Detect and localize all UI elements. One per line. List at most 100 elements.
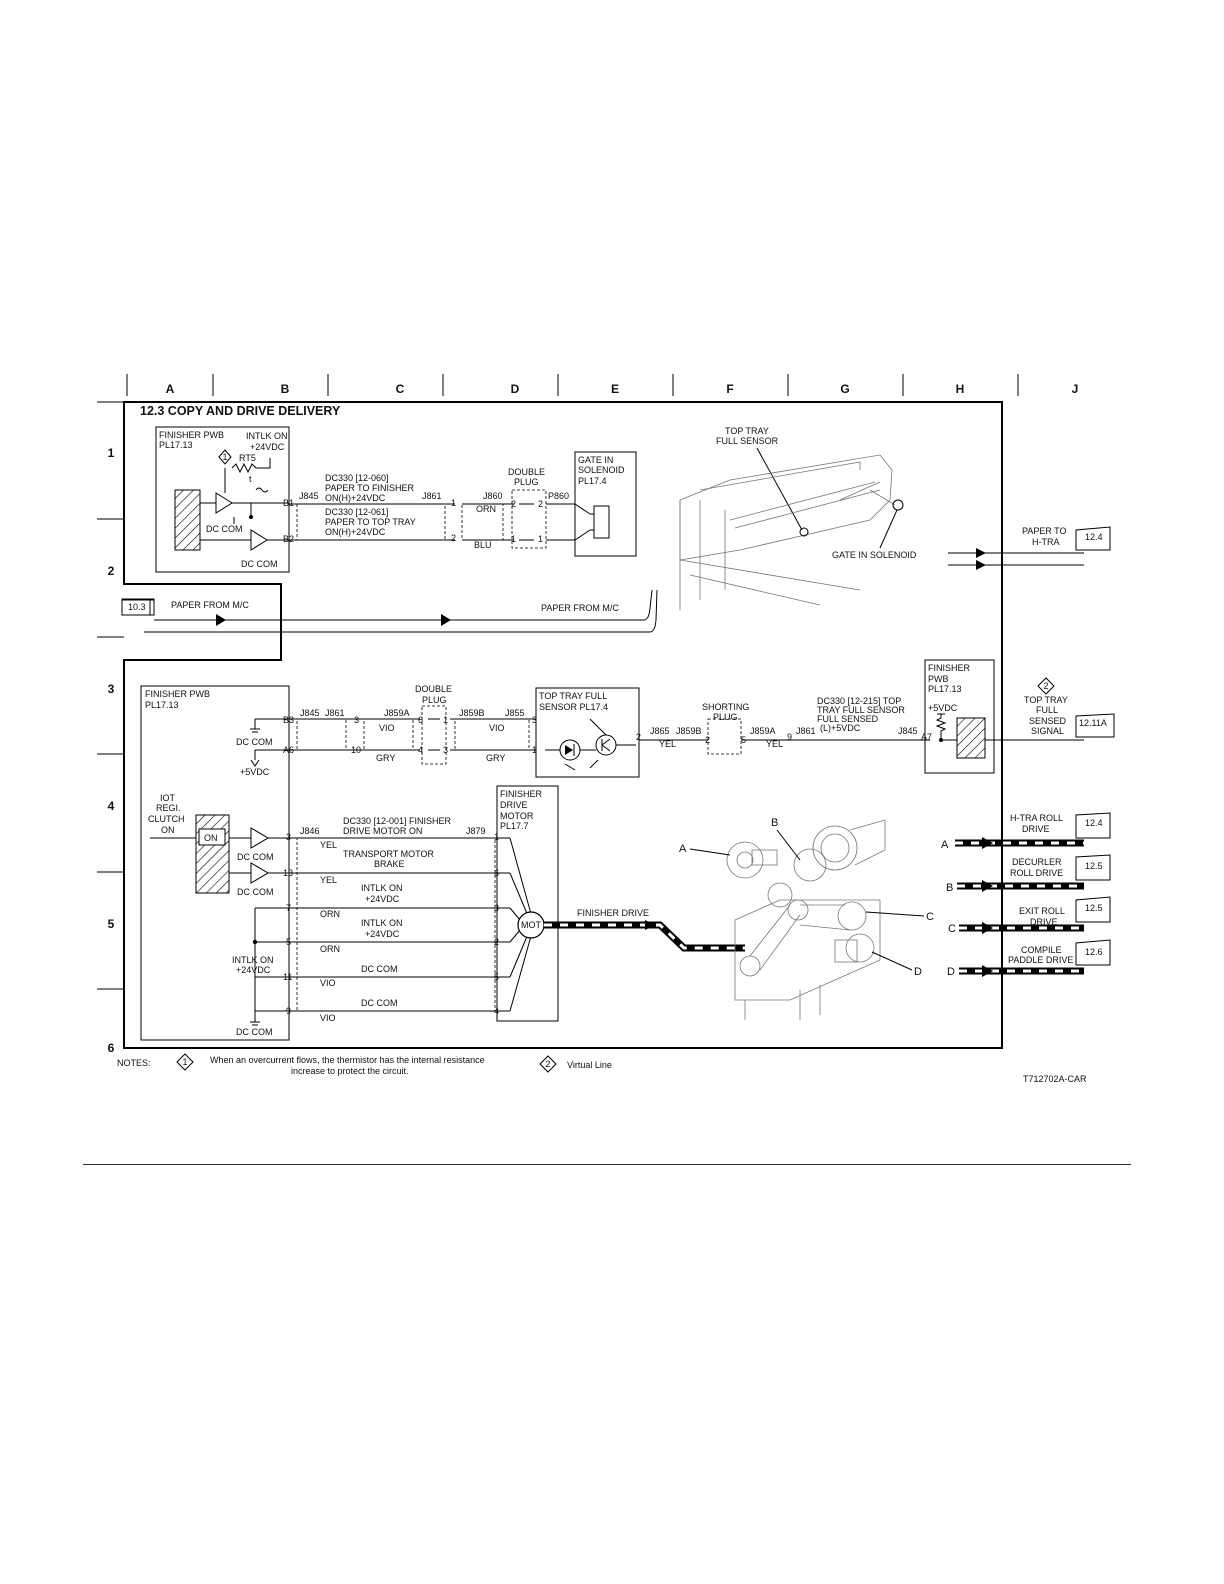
- svg-text:BRAKE: BRAKE: [374, 859, 405, 869]
- svg-text:GATE IN SOLENOID: GATE IN SOLENOID: [832, 550, 917, 560]
- svg-text:DOUBLE: DOUBLE: [508, 467, 545, 477]
- svg-text:2: 2: [636, 732, 641, 742]
- svg-text:ON: ON: [161, 825, 175, 835]
- svg-text:FINISHER PWB: FINISHER PWB: [159, 430, 224, 440]
- svg-text:PAPER TO FINISHER: PAPER TO FINISHER: [325, 483, 415, 493]
- figure-id: T712702A-CAR: [1023, 1074, 1087, 1084]
- svg-text:IOT: IOT: [160, 793, 176, 803]
- svg-text:1: 1: [532, 745, 537, 755]
- diagram-frame: [123, 401, 1003, 1049]
- svg-text:FULL SENSED: FULL SENSED: [817, 714, 879, 724]
- svg-text:DC COM: DC COM: [237, 887, 274, 897]
- svg-text:GATE IN: GATE IN: [578, 455, 613, 465]
- svg-text:3: 3: [443, 745, 448, 755]
- column-label: A: [166, 382, 175, 396]
- svg-text:DC330 [12-060]: DC330 [12-060]: [325, 473, 389, 483]
- svg-text:RT5: RT5: [239, 453, 256, 463]
- gate-in-solenoid: GATE IN SOLENOID PL17.4: [574, 451, 637, 557]
- lower-finisher-pwb: FINISHER PWB PL17.13 B3 A6 DC COM +5VDC …: [140, 685, 294, 1041]
- svg-text:ROLL DRIVE: ROLL DRIVE: [1010, 868, 1063, 878]
- svg-text:5: 5: [286, 937, 291, 947]
- svg-text:YEL: YEL: [766, 739, 783, 749]
- column-label: J: [1072, 382, 1079, 396]
- svg-text:10: 10: [351, 745, 361, 755]
- svg-text:6: 6: [418, 715, 423, 725]
- svg-text:COMPILE: COMPILE: [1021, 945, 1062, 955]
- svg-text:PWB: PWB: [928, 674, 949, 684]
- column-header: A B C D E F G H J: [126, 374, 1079, 396]
- svg-text:B1: B1: [283, 498, 294, 508]
- svg-text:1: 1: [511, 534, 516, 544]
- svg-text:VIO: VIO: [489, 723, 505, 733]
- svg-text:GRY: GRY: [376, 753, 395, 763]
- svg-text:PLUG: PLUG: [514, 477, 539, 487]
- svg-text:7: 7: [286, 903, 291, 913]
- svg-text:4: 4: [418, 745, 423, 755]
- svg-text:SENSOR PL17.4: SENSOR PL17.4: [539, 702, 608, 712]
- svg-text:SOLENOID: SOLENOID: [578, 465, 625, 475]
- svg-text:VIO: VIO: [320, 1013, 336, 1023]
- svg-text:1: 1: [538, 534, 543, 544]
- svg-text:DC COM: DC COM: [206, 524, 243, 534]
- svg-text:FINISHER DRIVE: FINISHER DRIVE: [577, 908, 649, 918]
- svg-text:YEL: YEL: [659, 739, 676, 749]
- svg-text:SENSED: SENSED: [1029, 716, 1067, 726]
- svg-text:J855: J855: [505, 708, 525, 718]
- column-label: H: [956, 382, 965, 396]
- svg-text:C: C: [948, 923, 956, 935]
- column-label: E: [611, 382, 619, 396]
- svg-text:1: 1: [443, 715, 448, 725]
- svg-text:2: 2: [511, 499, 516, 509]
- svg-text:12.4: 12.4: [1085, 532, 1103, 542]
- svg-text:CLUTCH: CLUTCH: [148, 814, 185, 824]
- svg-text:A7: A7: [921, 732, 932, 742]
- svg-text:BLU: BLU: [474, 540, 492, 550]
- svg-text:1: 1: [451, 498, 456, 508]
- svg-text:INTLK ON: INTLK ON: [361, 883, 403, 893]
- svg-text:C: C: [926, 911, 934, 923]
- svg-text:FINISHER: FINISHER: [500, 789, 543, 799]
- svg-text:DECURLER: DECURLER: [1012, 857, 1062, 867]
- upper-finisher-pwb: FINISHER PWB PL17.13 INTLK ON +24VDC 1 R…: [155, 426, 319, 573]
- column-label: G: [840, 382, 849, 396]
- svg-text:J845: J845: [300, 708, 320, 718]
- top-tray-illustration: TOP TRAY FULL SENSOR GATE IN SOLENOID: [679, 426, 917, 610]
- row-header: 1 2 3 4 5 6: [97, 401, 124, 1055]
- svg-text:+24VDC: +24VDC: [236, 965, 271, 975]
- svg-text:J879: J879: [466, 826, 486, 836]
- drive-outputs: A H-TRA ROLL DRIVE 12.4 B DECURLER ROLL …: [941, 812, 1111, 978]
- svg-text:+24VDC: +24VDC: [250, 442, 285, 452]
- svg-text:YEL: YEL: [320, 840, 337, 850]
- svg-text:increase to protect the circui: increase to protect the circuit.: [291, 1066, 409, 1076]
- row-label: 6: [108, 1041, 115, 1055]
- svg-text:H-TRA ROLL: H-TRA ROLL: [1010, 813, 1063, 823]
- svg-text:J859A: J859A: [750, 726, 776, 736]
- svg-text:ON(H)+24VDC: ON(H)+24VDC: [325, 527, 386, 537]
- svg-text:1: 1: [222, 452, 227, 462]
- svg-text:DRIVE MOTOR ON: DRIVE MOTOR ON: [343, 826, 422, 836]
- svg-text:J845: J845: [299, 491, 319, 501]
- gear-illustration: A B C D: [679, 817, 934, 1020]
- svg-text:3: 3: [354, 715, 359, 725]
- column-label: D: [511, 382, 520, 396]
- svg-text:YEL: YEL: [320, 875, 337, 885]
- motor-chain: J846 DC330 [12-001] FINISHER DRIVE MOTOR…: [283, 816, 510, 1023]
- sensor-chain: J845 J861 3 10 J859A VIO GRY DOUBLE PLUG…: [289, 684, 932, 778]
- svg-text:H-TRA: H-TRA: [1032, 537, 1060, 547]
- svg-text:SIGNAL: SIGNAL: [1031, 726, 1064, 736]
- row-label: 4: [108, 799, 115, 813]
- svg-text:J861: J861: [325, 708, 345, 718]
- finisher-drive-motor: FINISHER DRIVE MOTOR PL17.7 MOT FINISHER…: [496, 785, 745, 1022]
- svg-text:DC330 [12-061]: DC330 [12-061]: [325, 507, 389, 517]
- svg-text:J859B: J859B: [676, 726, 702, 736]
- svg-text:J859A: J859A: [384, 708, 410, 718]
- svg-text:SHORTING: SHORTING: [702, 702, 749, 712]
- svg-text:PL17.13: PL17.13: [145, 700, 179, 710]
- svg-text:INTLK ON: INTLK ON: [361, 918, 403, 928]
- svg-text:B3: B3: [283, 715, 294, 725]
- svg-text:EXIT ROLL: EXIT ROLL: [1019, 906, 1065, 916]
- svg-text:12.5: 12.5: [1085, 903, 1103, 913]
- svg-text:+5VDC: +5VDC: [928, 703, 958, 713]
- svg-text:J861: J861: [796, 726, 816, 736]
- svg-text:5: 5: [741, 735, 746, 745]
